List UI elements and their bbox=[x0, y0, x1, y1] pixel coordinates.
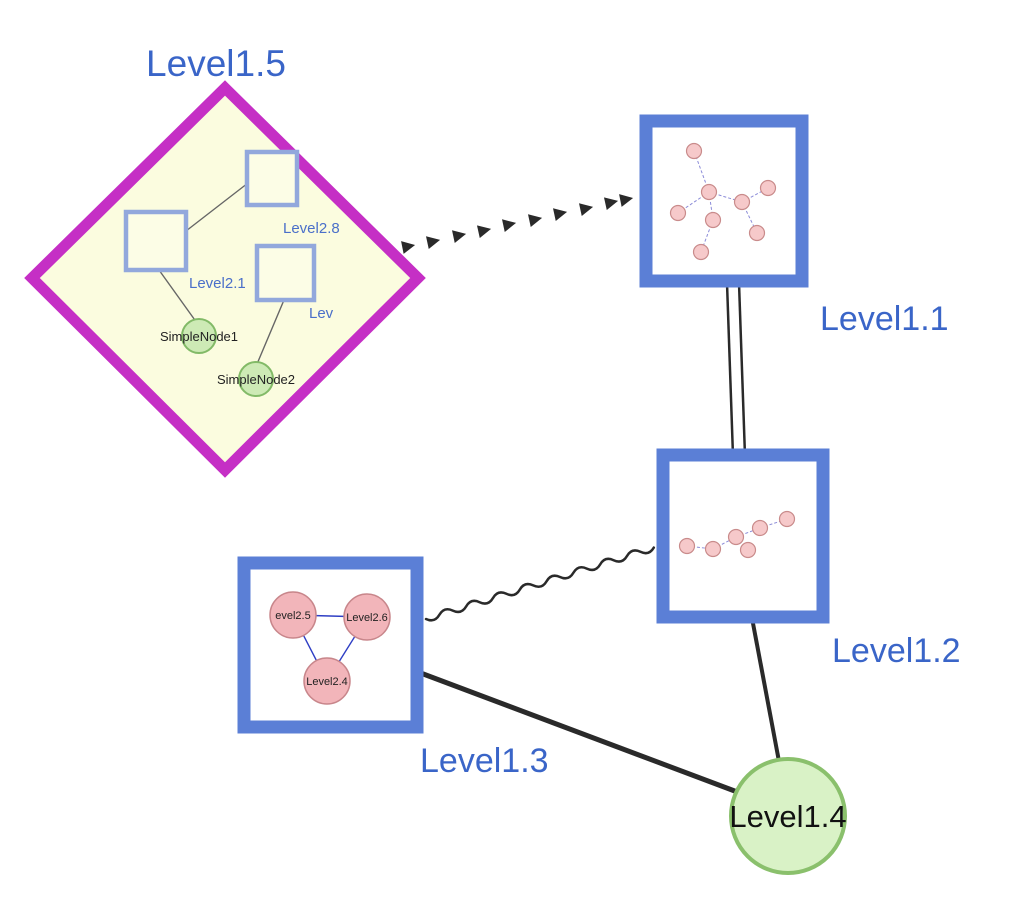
level1-3-frame[interactable] bbox=[237, 556, 424, 734]
node-simplenode2[interactable] bbox=[238, 361, 274, 397]
mini-node[interactable] bbox=[692, 243, 710, 261]
edge-level11-to-level12[interactable] bbox=[725, 282, 747, 457]
label-level2-lev: Lev bbox=[309, 305, 334, 322]
node-level2-5[interactable] bbox=[269, 591, 317, 639]
mini-node[interactable] bbox=[669, 204, 687, 222]
label-level2-6: Level2.6 bbox=[346, 612, 388, 624]
node-level2-8[interactable] bbox=[244, 149, 300, 208]
label-simplenode2: SimpleNode2 bbox=[217, 372, 295, 387]
label-level1-2: Level1.2 bbox=[832, 632, 961, 670]
node-level1-5[interactable]: Level2.8 Level2.1 Lev SimpleNode1 Simple… bbox=[24, 80, 426, 478]
level1-2-inner-graph bbox=[678, 510, 796, 559]
mini-node[interactable] bbox=[778, 510, 796, 528]
level1-3-inner-graph: evel2.5 Level2.6 Level2.4 bbox=[269, 591, 391, 705]
edge-level21-to-simplenode1[interactable] bbox=[158, 269, 198, 324]
node-level1-2[interactable] bbox=[656, 448, 830, 624]
label-level1-4: Level1.4 bbox=[729, 799, 846, 834]
edge-level13-to-level14[interactable] bbox=[417, 669, 749, 799]
mini-node[interactable] bbox=[751, 519, 769, 537]
mini-node[interactable] bbox=[704, 211, 722, 229]
edge-level12-to-level14[interactable] bbox=[750, 617, 783, 773]
edge-lev-to-simplenode2[interactable] bbox=[256, 299, 285, 365]
label-simplenode1: SimpleNode1 bbox=[160, 329, 238, 344]
edge-level13-to-level12[interactable] bbox=[424, 546, 656, 622]
label-level2-8: Level2.8 bbox=[283, 220, 340, 237]
node-simplenode1[interactable] bbox=[181, 318, 217, 354]
node-level1-3[interactable]: evel2.5 Level2.6 Level2.4 bbox=[237, 556, 424, 734]
edge-level21-to-level28[interactable] bbox=[185, 182, 249, 232]
label-level1-5: Level1.5 bbox=[146, 43, 286, 84]
mini-node[interactable] bbox=[700, 183, 718, 201]
mini-node[interactable] bbox=[678, 537, 696, 555]
mini-node[interactable] bbox=[748, 224, 766, 242]
level1-4-circle[interactable] bbox=[729, 757, 847, 875]
mini-node[interactable] bbox=[685, 142, 703, 160]
node-level1-4[interactable]: Level1.4 bbox=[729, 757, 847, 875]
node-level2-6[interactable] bbox=[343, 593, 391, 641]
mini-node[interactable] bbox=[759, 179, 777, 197]
label-level1-1: Level1.1 bbox=[820, 300, 949, 338]
node-level2-lev[interactable] bbox=[254, 243, 317, 303]
label-level1-3: Level1.3 bbox=[420, 742, 549, 780]
level1-1-frame[interactable] bbox=[639, 114, 809, 288]
node-level1-1[interactable] bbox=[639, 114, 809, 288]
label-level2-1: Level2.1 bbox=[189, 275, 246, 292]
mini-node[interactable] bbox=[739, 541, 757, 559]
label-level2-5: evel2.5 bbox=[275, 610, 310, 622]
node-level2-4[interactable] bbox=[303, 657, 351, 705]
edge-level15-to-level11[interactable] bbox=[401, 194, 634, 254]
mini-node[interactable] bbox=[733, 193, 751, 211]
label-level2-4: Level2.4 bbox=[306, 676, 348, 688]
mini-node[interactable] bbox=[727, 528, 745, 546]
level1-1-inner-graph bbox=[669, 142, 777, 261]
diamond-shape[interactable] bbox=[24, 80, 426, 478]
mini-node[interactable] bbox=[704, 540, 722, 558]
node-level2-1[interactable] bbox=[123, 209, 189, 273]
